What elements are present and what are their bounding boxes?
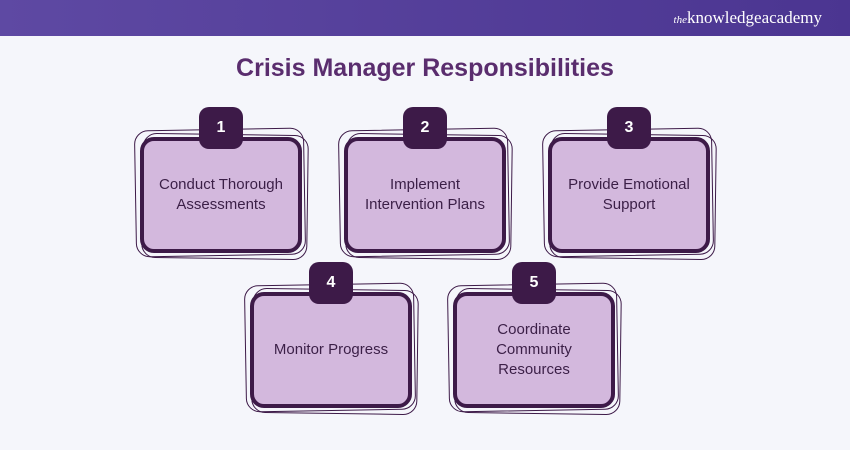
number-badge: 1 [199, 107, 243, 149]
page-title: Crisis Manager Responsibilities [236, 54, 614, 82]
number-badge: 3 [607, 107, 651, 149]
number-badge: 4 [309, 262, 353, 304]
logo-prefix: the [673, 14, 687, 26]
card-label: Conduct Thorough Assessments [140, 137, 302, 253]
number-badge: 2 [403, 107, 447, 149]
card-label: Provide Emotional Support [548, 137, 710, 253]
header-bar: theknowledgeacademy [0, 0, 850, 36]
brand-logo: theknowledgeacademy [674, 8, 822, 28]
card-label: Coordinate Community Resources [453, 292, 615, 408]
card-label: Implement Intervention Plans [344, 137, 506, 253]
number-badge: 5 [512, 262, 556, 304]
logo-main: knowledgeacademy [687, 8, 822, 27]
card-label: Monitor Progress [250, 292, 412, 408]
